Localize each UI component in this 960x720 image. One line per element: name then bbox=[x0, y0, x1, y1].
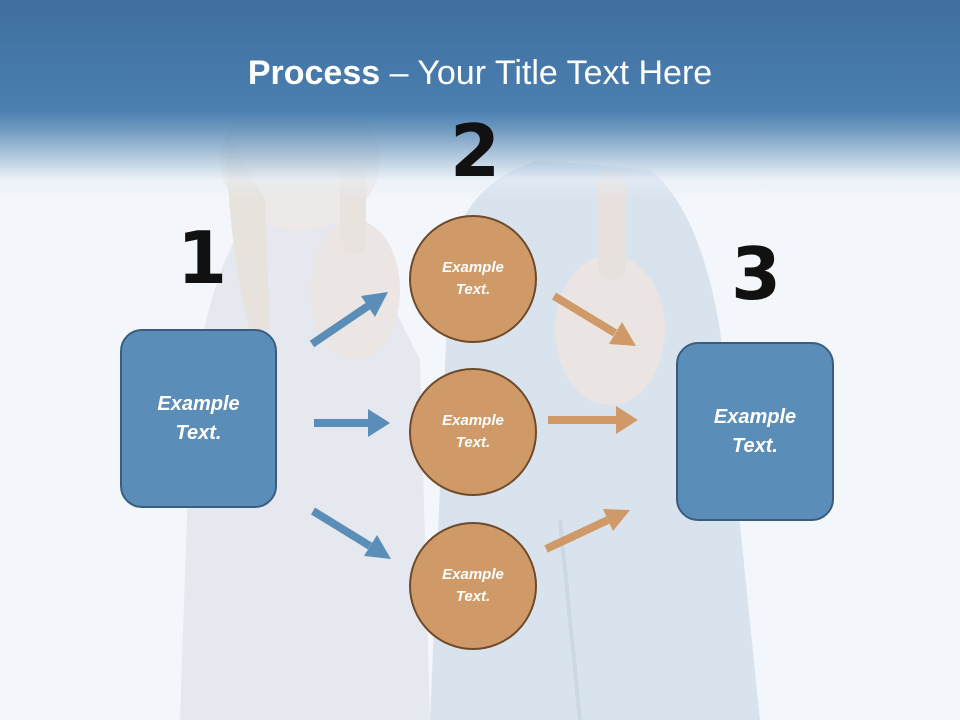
step-number-2: 2 bbox=[450, 109, 501, 193]
step-number-3: 3 bbox=[731, 232, 782, 316]
left-box-line1: Example bbox=[157, 392, 240, 415]
right-box-line1: Example bbox=[713, 405, 797, 428]
circle-bottom-line2: Text. bbox=[455, 588, 491, 605]
left-box: Example Text. bbox=[120, 329, 277, 508]
circle-top: Example Text. bbox=[409, 215, 537, 343]
left-box-line2: Text. bbox=[175, 421, 222, 444]
right-box: Example Text. bbox=[676, 342, 834, 521]
title-band bbox=[0, 0, 960, 200]
title-rest: – Your Title Text Here bbox=[380, 54, 713, 92]
slide-title: Process – Your Title Text Here bbox=[0, 54, 960, 93]
circle-top-line2: Text. bbox=[455, 281, 491, 298]
circle-bottom-line1: Example bbox=[442, 565, 504, 583]
circle-middle-line1: Example bbox=[442, 411, 504, 429]
circle-top-line1: Example bbox=[442, 258, 504, 276]
title-bold: Process bbox=[247, 54, 381, 92]
circle-middle-line2: Text. bbox=[455, 434, 491, 451]
step-number-1: 1 bbox=[177, 216, 228, 300]
circle-middle: Example Text. bbox=[409, 368, 537, 496]
right-box-line2: Text. bbox=[732, 434, 778, 457]
circle-bottom: Example Text. bbox=[409, 522, 537, 650]
